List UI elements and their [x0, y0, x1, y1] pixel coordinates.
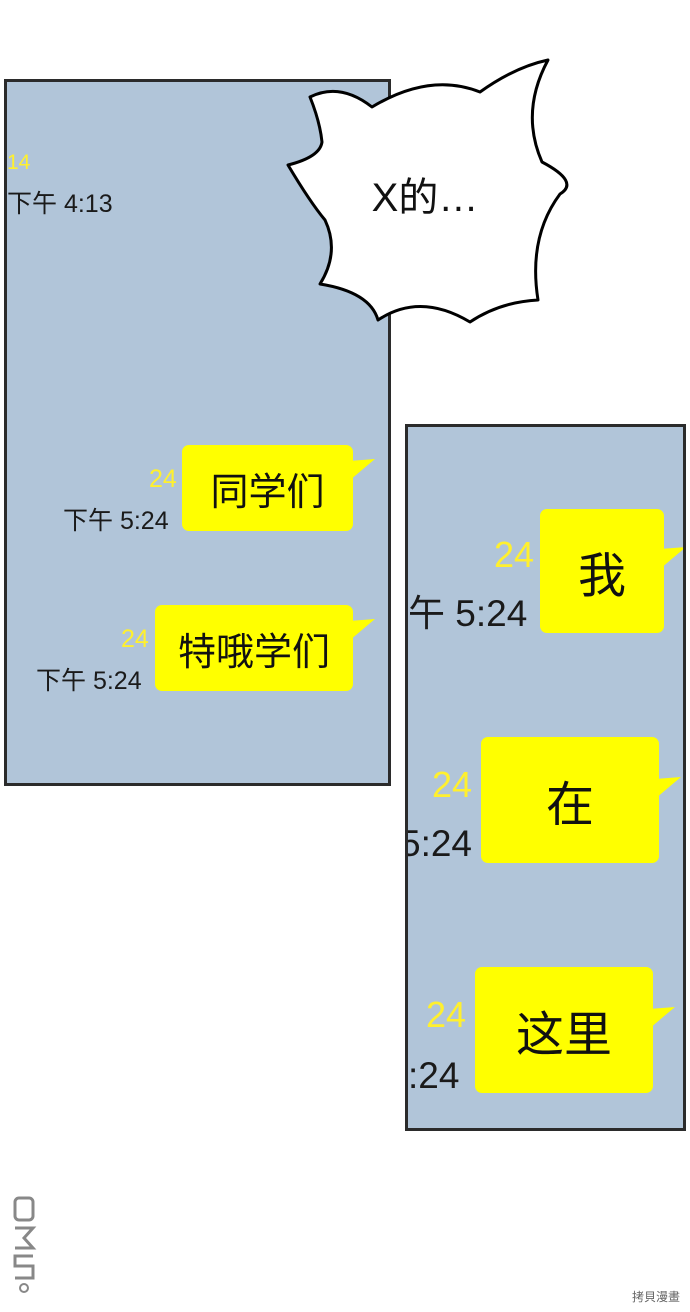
- message-text: 这里: [515, 1009, 612, 1062]
- chat-panel-right: 24 午 5:24 我 24 5:24 在 24 :24 这里: [405, 424, 686, 1131]
- bubble-tail-icon: [349, 619, 375, 641]
- speech-bubble-shape: [286, 58, 569, 324]
- message-bubble: 特哦学们: [155, 605, 375, 691]
- message-text: 我: [577, 550, 626, 603]
- bubble-tail-icon: [655, 777, 681, 799]
- read-count: 24: [432, 764, 473, 805]
- message-text: 在: [545, 779, 594, 832]
- site-logo-watermark: [13, 1196, 37, 1293]
- message-text: 特哦学们: [177, 631, 330, 674]
- message-bubble: 在: [481, 737, 681, 863]
- timestamp: 下午 5:24: [36, 667, 142, 695]
- bubble-tail-icon: [660, 547, 683, 569]
- bubble-tail-icon: [649, 1007, 675, 1029]
- message-bubble: 同学们: [182, 445, 375, 531]
- read-count: 24: [494, 534, 535, 575]
- message-text: 同学们: [210, 471, 325, 514]
- message-bubble: 这里: [475, 967, 675, 1093]
- speech-bubble-text: X的…: [371, 176, 479, 220]
- bubble-tail-icon: [349, 459, 375, 481]
- timestamp-partial: 下午 4:13: [7, 190, 113, 218]
- message-bubble: 我: [540, 509, 683, 633]
- timestamp: 下午 5:24: [63, 507, 169, 535]
- read-count-partial: 14: [7, 151, 31, 174]
- timestamp: 5:24: [405, 823, 473, 864]
- read-count: 24: [121, 625, 149, 653]
- read-count: 24: [426, 994, 467, 1035]
- timestamp: :24: [408, 1055, 460, 1096]
- watermark-text: 拷貝漫畫: [631, 1290, 680, 1304]
- read-count: 24: [149, 465, 177, 493]
- timestamp: 午 5:24: [408, 593, 528, 634]
